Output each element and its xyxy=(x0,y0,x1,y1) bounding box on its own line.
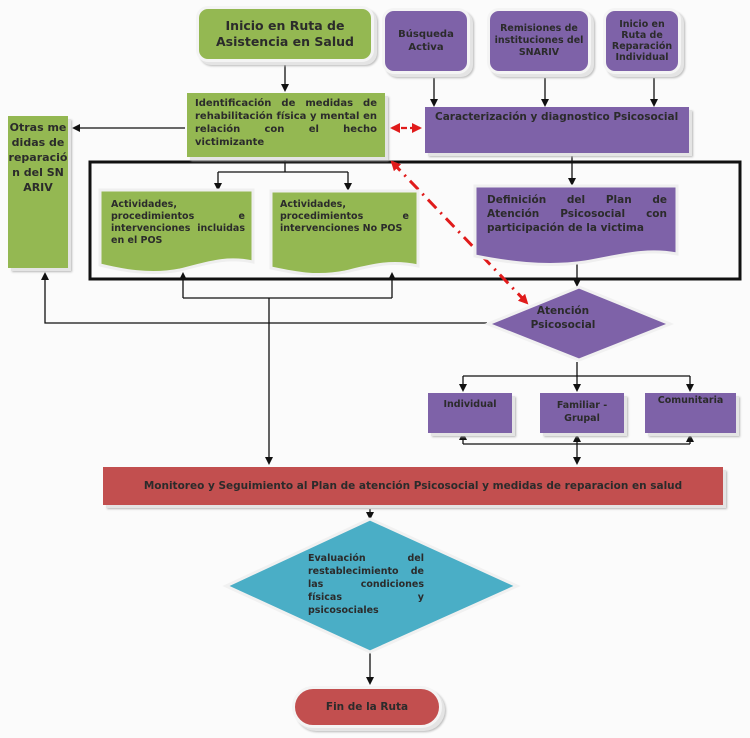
edge-atencion-otras xyxy=(41,272,487,324)
monitoreo-label: Monitoreo y Seguimiento al Plan de atenc… xyxy=(143,480,683,492)
busqueda-label: Búsqueda Activa xyxy=(398,29,454,53)
atencion-psicosocial-label: Atención Psicosocial xyxy=(530,305,596,331)
inicio-reparacion-node[interactable]: Inicio en Ruta de Reparación Individual xyxy=(603,8,681,74)
remisiones-node[interactable]: Remisiones de instituciones del SNARIV xyxy=(487,8,591,74)
comunitaria-label: Comunitaria xyxy=(657,395,724,406)
actividades-no-pos-label: Actividades, procedimientos e intervenci… xyxy=(280,199,409,234)
definicion-plan-shape xyxy=(473,184,679,266)
inicio-reparacion-label: Inicio en Ruta de Reparación Individual xyxy=(611,19,673,63)
actividades-no-pos-shape xyxy=(269,189,420,277)
actividades-pos-shape xyxy=(98,188,255,275)
busqueda-activa-node[interactable]: Búsqueda Activa xyxy=(382,8,470,74)
definicion-plan-node[interactable]: Definición del Plan de Atención Psicosoc… xyxy=(477,187,677,235)
otras-medidas-node[interactable]: Otras medidas de reparación del SNARIV xyxy=(8,116,68,268)
identificacion-node[interactable]: Identificación de medidas de rehabilitac… xyxy=(187,93,385,157)
start-label: Inicio en Ruta de Asistencia en Salud xyxy=(216,18,354,49)
actividades-no-pos-node[interactable]: Actividades, procedimientos e intervenci… xyxy=(272,193,417,235)
fin-label: Fin de la Ruta xyxy=(325,701,409,713)
individual-label: Individual xyxy=(443,399,497,410)
identificacion-label: Identificación de medidas de rehabilitac… xyxy=(195,98,377,148)
actividades-pos-label: Actividades, procedimientos e intervenci… xyxy=(111,199,245,246)
actividades-pos-node[interactable]: Actividades, procedimientos e intervenci… xyxy=(103,193,253,247)
evaluacion-diamond[interactable] xyxy=(222,517,521,654)
atencion-psicosocial-diamond[interactable] xyxy=(483,285,675,362)
caracterizacion-node[interactable]: Caracterización y diagnostico Psicosocia… xyxy=(425,107,689,153)
comunitaria-node[interactable]: Comunitaria xyxy=(645,393,736,433)
edge-dashdot-identificacion-atencion xyxy=(390,160,529,305)
caracterizacion-label: Caracterización y diagnostico Psicosocia… xyxy=(435,111,679,123)
individual-node[interactable]: Individual xyxy=(428,393,512,433)
familiar-label: Familiar - Grupal xyxy=(556,400,608,424)
fin-node[interactable]: Fin de la Ruta xyxy=(292,686,442,728)
start-node[interactable]: Inicio en Ruta de Asistencia en Salud xyxy=(196,6,374,62)
familiar-grupal-node[interactable]: Familiar - Grupal xyxy=(540,393,624,433)
definicion-plan-label: Definición del Plan de Atención Psicosoc… xyxy=(487,194,667,234)
otras-medidas-label: Otras medidas de reparación del SNARIV xyxy=(8,121,68,194)
remisiones-label: Remisiones de instituciones del SNARIV xyxy=(494,23,584,58)
monitoreo-node[interactable]: Monitoreo y Seguimiento al Plan de atenc… xyxy=(103,467,723,505)
evaluacion-label: Evaluación del restablecimiento de las c… xyxy=(308,553,424,616)
